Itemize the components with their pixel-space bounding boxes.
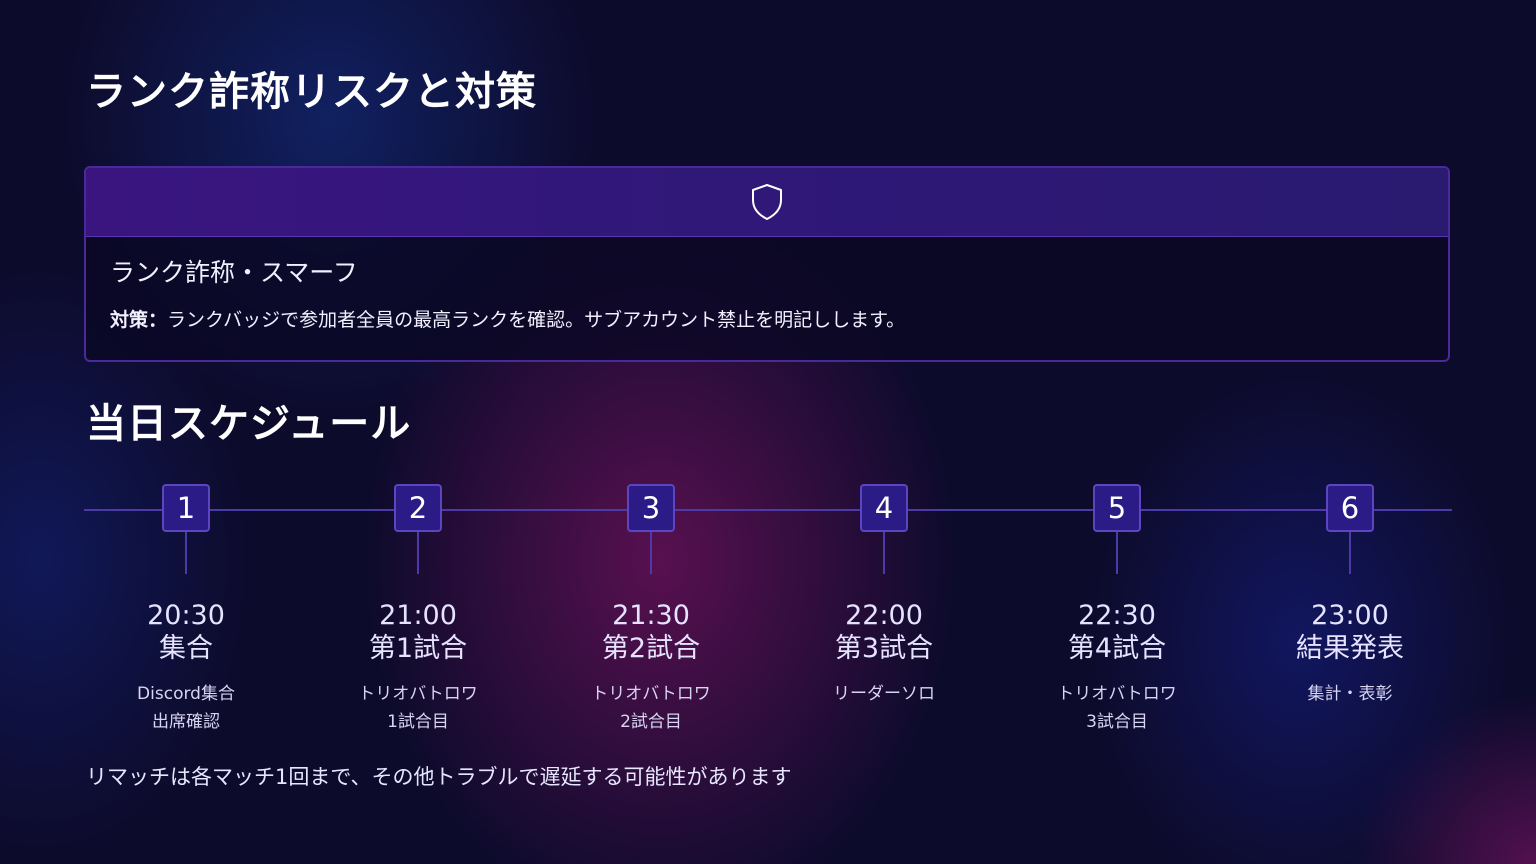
risk-card: ランク詐称・スマーフ 対策：ランクバッジで参加者全員の最高ランクを確認。サブアカ… [84, 166, 1450, 362]
step-time: 22:30 [1078, 600, 1156, 631]
step-stem [185, 532, 187, 574]
measure-text: ランクバッジで参加者全員の最高ランクを確認。サブアカウント禁止を明記しします。 [167, 309, 906, 331]
step-desc-line: 2試合目 [620, 712, 682, 732]
step-time: 23:00 [1311, 600, 1389, 631]
step-stem [417, 532, 419, 574]
risk-card-header [86, 168, 1448, 237]
step-number: 3 [627, 484, 675, 532]
step-stem [650, 532, 652, 574]
step-description: トリオバトロワ 2試合目 [541, 680, 761, 736]
schedule-step: 4 22:00 第3試合 リーダーソロ [774, 484, 994, 708]
step-stem [1116, 532, 1118, 574]
step-name: 第1試合 [368, 633, 468, 664]
step-description: トリオバトロワ 1試合目 [308, 680, 528, 736]
risk-measure: 対策：ランクバッジで参加者全員の最高ランクを確認。サブアカウント禁止を明記ししま… [110, 311, 905, 330]
shield-icon [750, 183, 784, 221]
step-desc-line: 集計・表彰 [1307, 684, 1393, 704]
step-desc-line: 出席確認 [152, 712, 220, 732]
step-stem [883, 532, 885, 574]
schedule-step: 6 23:00 結果発表 集計・表彰 [1240, 484, 1460, 708]
step-number: 5 [1093, 484, 1141, 532]
step-name: 第3試合 [834, 633, 934, 664]
risk-name: ランク詐称・スマーフ [110, 258, 358, 287]
timeline-line [84, 509, 1452, 511]
schedule-section-title: 当日スケジュール [86, 401, 412, 447]
step-name: 第2試合 [601, 633, 701, 664]
step-description: トリオバトロワ 3試合目 [1007, 680, 1227, 736]
step-time: 22:00 [845, 600, 923, 631]
step-number: 2 [394, 484, 442, 532]
step-time: 21:30 [612, 600, 690, 631]
step-description: Discord集合 出席確認 [76, 680, 296, 736]
schedule-step: 5 22:30 第4試合 トリオバトロワ 3試合目 [1007, 484, 1227, 736]
step-desc-line: トリオバトロワ [1057, 684, 1177, 704]
measure-label: 対策： [110, 309, 168, 331]
step-stem [1349, 532, 1351, 574]
step-name: 集合 [159, 633, 213, 664]
step-number: 1 [162, 484, 210, 532]
step-number: 6 [1326, 484, 1374, 532]
step-desc-line: Discord集合 [137, 684, 235, 704]
step-name: 結果発表 [1296, 633, 1404, 664]
step-desc-line: 1試合目 [387, 712, 449, 732]
schedule-step: 2 21:00 第1試合 トリオバトロワ 1試合目 [308, 484, 528, 736]
step-description: 集計・表彰 [1240, 680, 1460, 708]
step-desc-line: リーダーソロ [833, 684, 935, 704]
step-number: 4 [860, 484, 908, 532]
step-desc-line: トリオバトロワ [591, 684, 711, 704]
schedule-step: 3 21:30 第2試合 トリオバトロワ 2試合目 [541, 484, 761, 736]
step-description: リーダーソロ [774, 680, 994, 708]
step-desc-line: 3試合目 [1086, 712, 1148, 732]
schedule-note: リマッチは各マッチ1回まで、その他トラブルで遅延する可能性があります [86, 765, 792, 789]
step-name: 第4試合 [1067, 633, 1167, 664]
schedule-step: 1 20:30 集合 Discord集合 出席確認 [76, 484, 296, 736]
step-desc-line: トリオバトロワ [358, 684, 478, 704]
risk-section-title: ランク詐称リスクと対策 [86, 69, 537, 115]
step-time: 20:30 [147, 600, 225, 631]
step-time: 21:00 [379, 600, 457, 631]
